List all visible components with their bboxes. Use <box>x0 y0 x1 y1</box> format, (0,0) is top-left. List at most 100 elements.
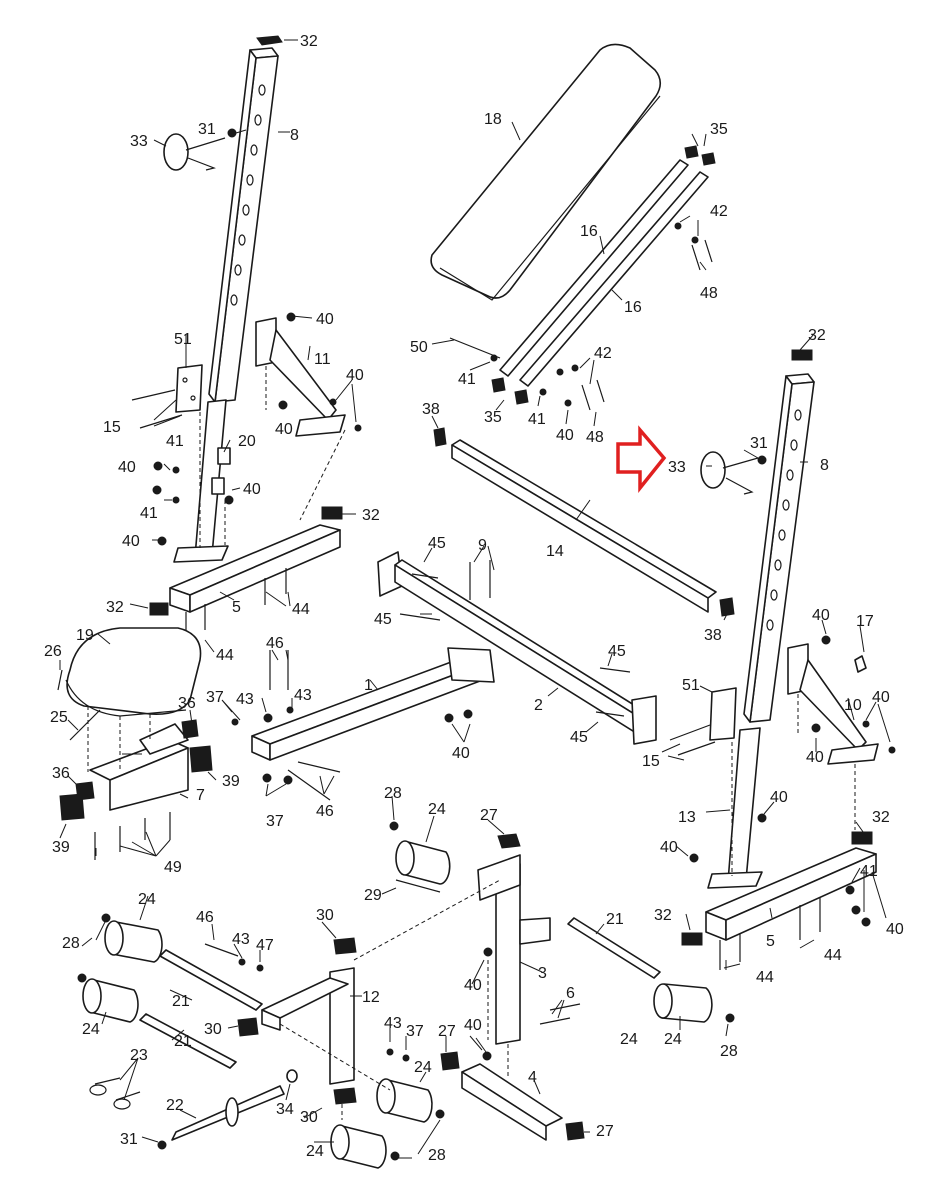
callout-40: 40 <box>275 421 293 438</box>
callout-31: 31 <box>198 121 216 138</box>
frame-1-bracket <box>447 647 495 683</box>
callout-15: 15 <box>642 753 660 770</box>
nut-31-right <box>757 455 767 465</box>
end-cap-35-b <box>701 152 716 166</box>
callout-44: 44 <box>216 647 234 664</box>
end-cap-32-right-front <box>681 932 703 946</box>
callout-51: 51 <box>174 331 192 348</box>
callout-40: 40 <box>556 427 574 444</box>
end-cap-36-a <box>75 781 95 801</box>
callout-27: 27 <box>596 1123 614 1140</box>
callout-43: 43 <box>384 1015 402 1032</box>
end-cap-30-side <box>237 1017 259 1037</box>
callout-45: 45 <box>428 535 446 552</box>
callout-34: 34 <box>276 1101 294 1118</box>
seat-dash-lines <box>87 706 151 772</box>
callout-49: 49 <box>164 859 182 876</box>
callout-16: 16 <box>580 223 598 240</box>
callout-13: 13 <box>678 809 696 826</box>
seat-assembly <box>57 627 213 860</box>
end-cap-39-b <box>189 745 213 773</box>
callout-28: 28 <box>720 1043 738 1060</box>
backrest-assembly <box>430 43 716 411</box>
callout-43: 43 <box>294 687 312 704</box>
end-cap-35-c <box>491 377 506 393</box>
bracket-51-right <box>709 687 737 741</box>
callout-23: 23 <box>130 1047 148 1064</box>
callout-12: 12 <box>362 989 380 1006</box>
callout-30: 30 <box>300 1109 318 1126</box>
end-cap-27-b <box>565 1121 585 1141</box>
leg-dash-lines <box>279 879 509 1120</box>
bolt-50 <box>449 337 501 359</box>
callout-20: 20 <box>238 433 256 450</box>
callout-6: 6 <box>566 985 575 1002</box>
callout-45: 45 <box>608 643 626 660</box>
bolts-46-front <box>269 650 341 801</box>
callout-36: 36 <box>178 695 196 712</box>
callout-32: 32 <box>872 809 890 826</box>
callout-19: 19 <box>76 627 94 644</box>
callout-40: 40 <box>660 839 678 856</box>
arm-12-vertical <box>329 967 355 1085</box>
callout-41: 41 <box>140 505 158 522</box>
end-cap-32-left-front <box>149 602 169 616</box>
callout-22: 22 <box>166 1097 184 1114</box>
pin-26 <box>57 669 63 691</box>
callout-28: 28 <box>62 935 80 952</box>
highlight-arrow <box>616 425 667 493</box>
end-cap-30-bottom <box>333 1087 357 1105</box>
bolts-15-right <box>669 724 716 756</box>
base-5-right-side <box>725 853 877 941</box>
roller-pads-24 <box>82 840 713 1169</box>
callout-10: 10 <box>844 697 862 714</box>
arm-12-end <box>261 1009 281 1031</box>
rail-16-a <box>499 159 689 377</box>
callout-40: 40 <box>812 607 830 624</box>
spacer-34 <box>286 1069 298 1083</box>
callout-29: 29 <box>364 887 382 904</box>
callout-48: 48 <box>586 429 604 446</box>
nut-31-left <box>227 128 237 138</box>
back-pad-18-edge <box>439 95 661 301</box>
callout-9: 9 <box>478 537 487 554</box>
callout-28: 28 <box>384 785 402 802</box>
bolts-15-left <box>131 389 183 429</box>
end-cap-38-b <box>719 597 735 617</box>
upright-8-right-holes <box>766 409 802 631</box>
seat-pad-19-edge <box>65 679 187 717</box>
callout-40: 40 <box>770 789 788 806</box>
callout-38: 38 <box>704 627 722 644</box>
callout-16: 16 <box>624 299 642 316</box>
callout-24: 24 <box>82 1021 100 1038</box>
callout-2: 2 <box>534 697 543 714</box>
end-cap-32-left-base <box>321 506 343 520</box>
callout-40: 40 <box>122 533 140 550</box>
callout-44: 44 <box>824 947 842 964</box>
bar-4-side <box>461 1071 547 1141</box>
callout-35: 35 <box>484 409 502 426</box>
clips-23 <box>94 1077 141 1101</box>
callout-11: 11 <box>314 351 331 368</box>
crossbar-14-side <box>451 444 709 613</box>
nuts-right-upright <box>689 635 896 927</box>
callout-40: 40 <box>452 745 470 762</box>
assembly-dash-lines-left <box>199 366 346 548</box>
callout-48: 48 <box>700 285 718 302</box>
callout-21: 21 <box>606 911 624 928</box>
callout-42: 42 <box>710 203 728 220</box>
sleeve-tab-1 <box>217 447 231 465</box>
callout-47: 47 <box>256 937 274 954</box>
callout-18: 18 <box>484 111 502 128</box>
callout-35: 35 <box>710 121 728 138</box>
handle-22-collar <box>225 1097 239 1127</box>
callout-50: 50 <box>410 339 428 356</box>
callout-15: 15 <box>103 419 121 436</box>
leg-developer-assembly <box>77 821 735 1169</box>
callout-31: 31 <box>750 435 768 452</box>
callout-46: 46 <box>316 803 334 820</box>
pull-pin-33-shaft-right <box>722 457 759 495</box>
sleeve-13 <box>727 727 761 883</box>
callout-8: 8 <box>820 457 829 474</box>
callout-21: 21 <box>174 1033 192 1050</box>
